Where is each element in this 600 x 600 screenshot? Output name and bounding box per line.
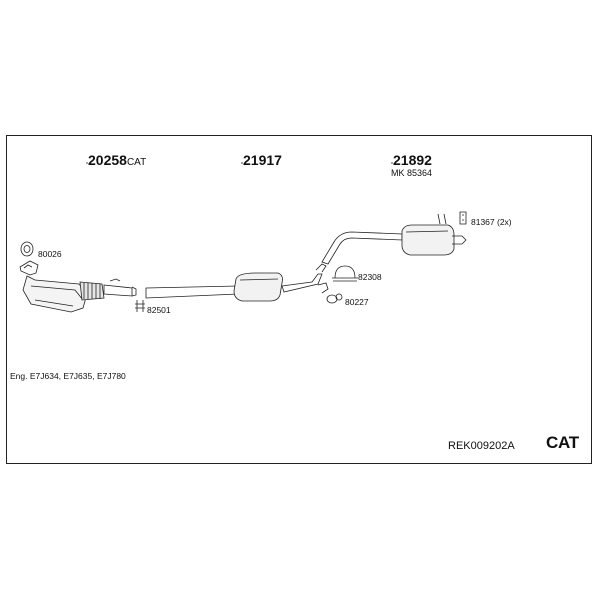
kit-type: CAT bbox=[546, 433, 579, 452]
clamp-icon bbox=[135, 300, 145, 312]
diagram-frame bbox=[6, 135, 592, 464]
accessory-label-rubber-mount: 80227 bbox=[345, 297, 369, 307]
middle-silencer-icon bbox=[145, 263, 329, 302]
accessory-label-hanger: 81367 (2x) bbox=[471, 217, 512, 227]
part-label-catalyst: 20258CAT bbox=[88, 152, 146, 170]
engine-note: Eng. E7J634, E7J635, E7J780 bbox=[10, 371, 126, 381]
accessory-label-u-clamp: 82308 bbox=[358, 272, 382, 282]
part-label-rear-silencer: 21892 bbox=[393, 152, 432, 168]
u-clamp-icon bbox=[332, 265, 358, 282]
part-label-middle-silencer: 21917 bbox=[243, 152, 282, 168]
hanger-icon bbox=[459, 211, 467, 225]
rear-silencer-icon bbox=[321, 213, 467, 265]
part-sub-label: MK 85364 bbox=[391, 168, 433, 178]
catalyst-icon bbox=[19, 260, 137, 313]
accessory-label-gasket: 80026 bbox=[38, 249, 62, 259]
part-number: 20258 bbox=[88, 152, 127, 168]
kit-code: REK009202A bbox=[448, 440, 515, 452]
accessory-label-clamp: 82501 bbox=[147, 305, 171, 315]
gasket-icon bbox=[20, 241, 34, 257]
rubber-mount-icon bbox=[326, 293, 343, 304]
part-suffix: CAT bbox=[126, 157, 147, 168]
